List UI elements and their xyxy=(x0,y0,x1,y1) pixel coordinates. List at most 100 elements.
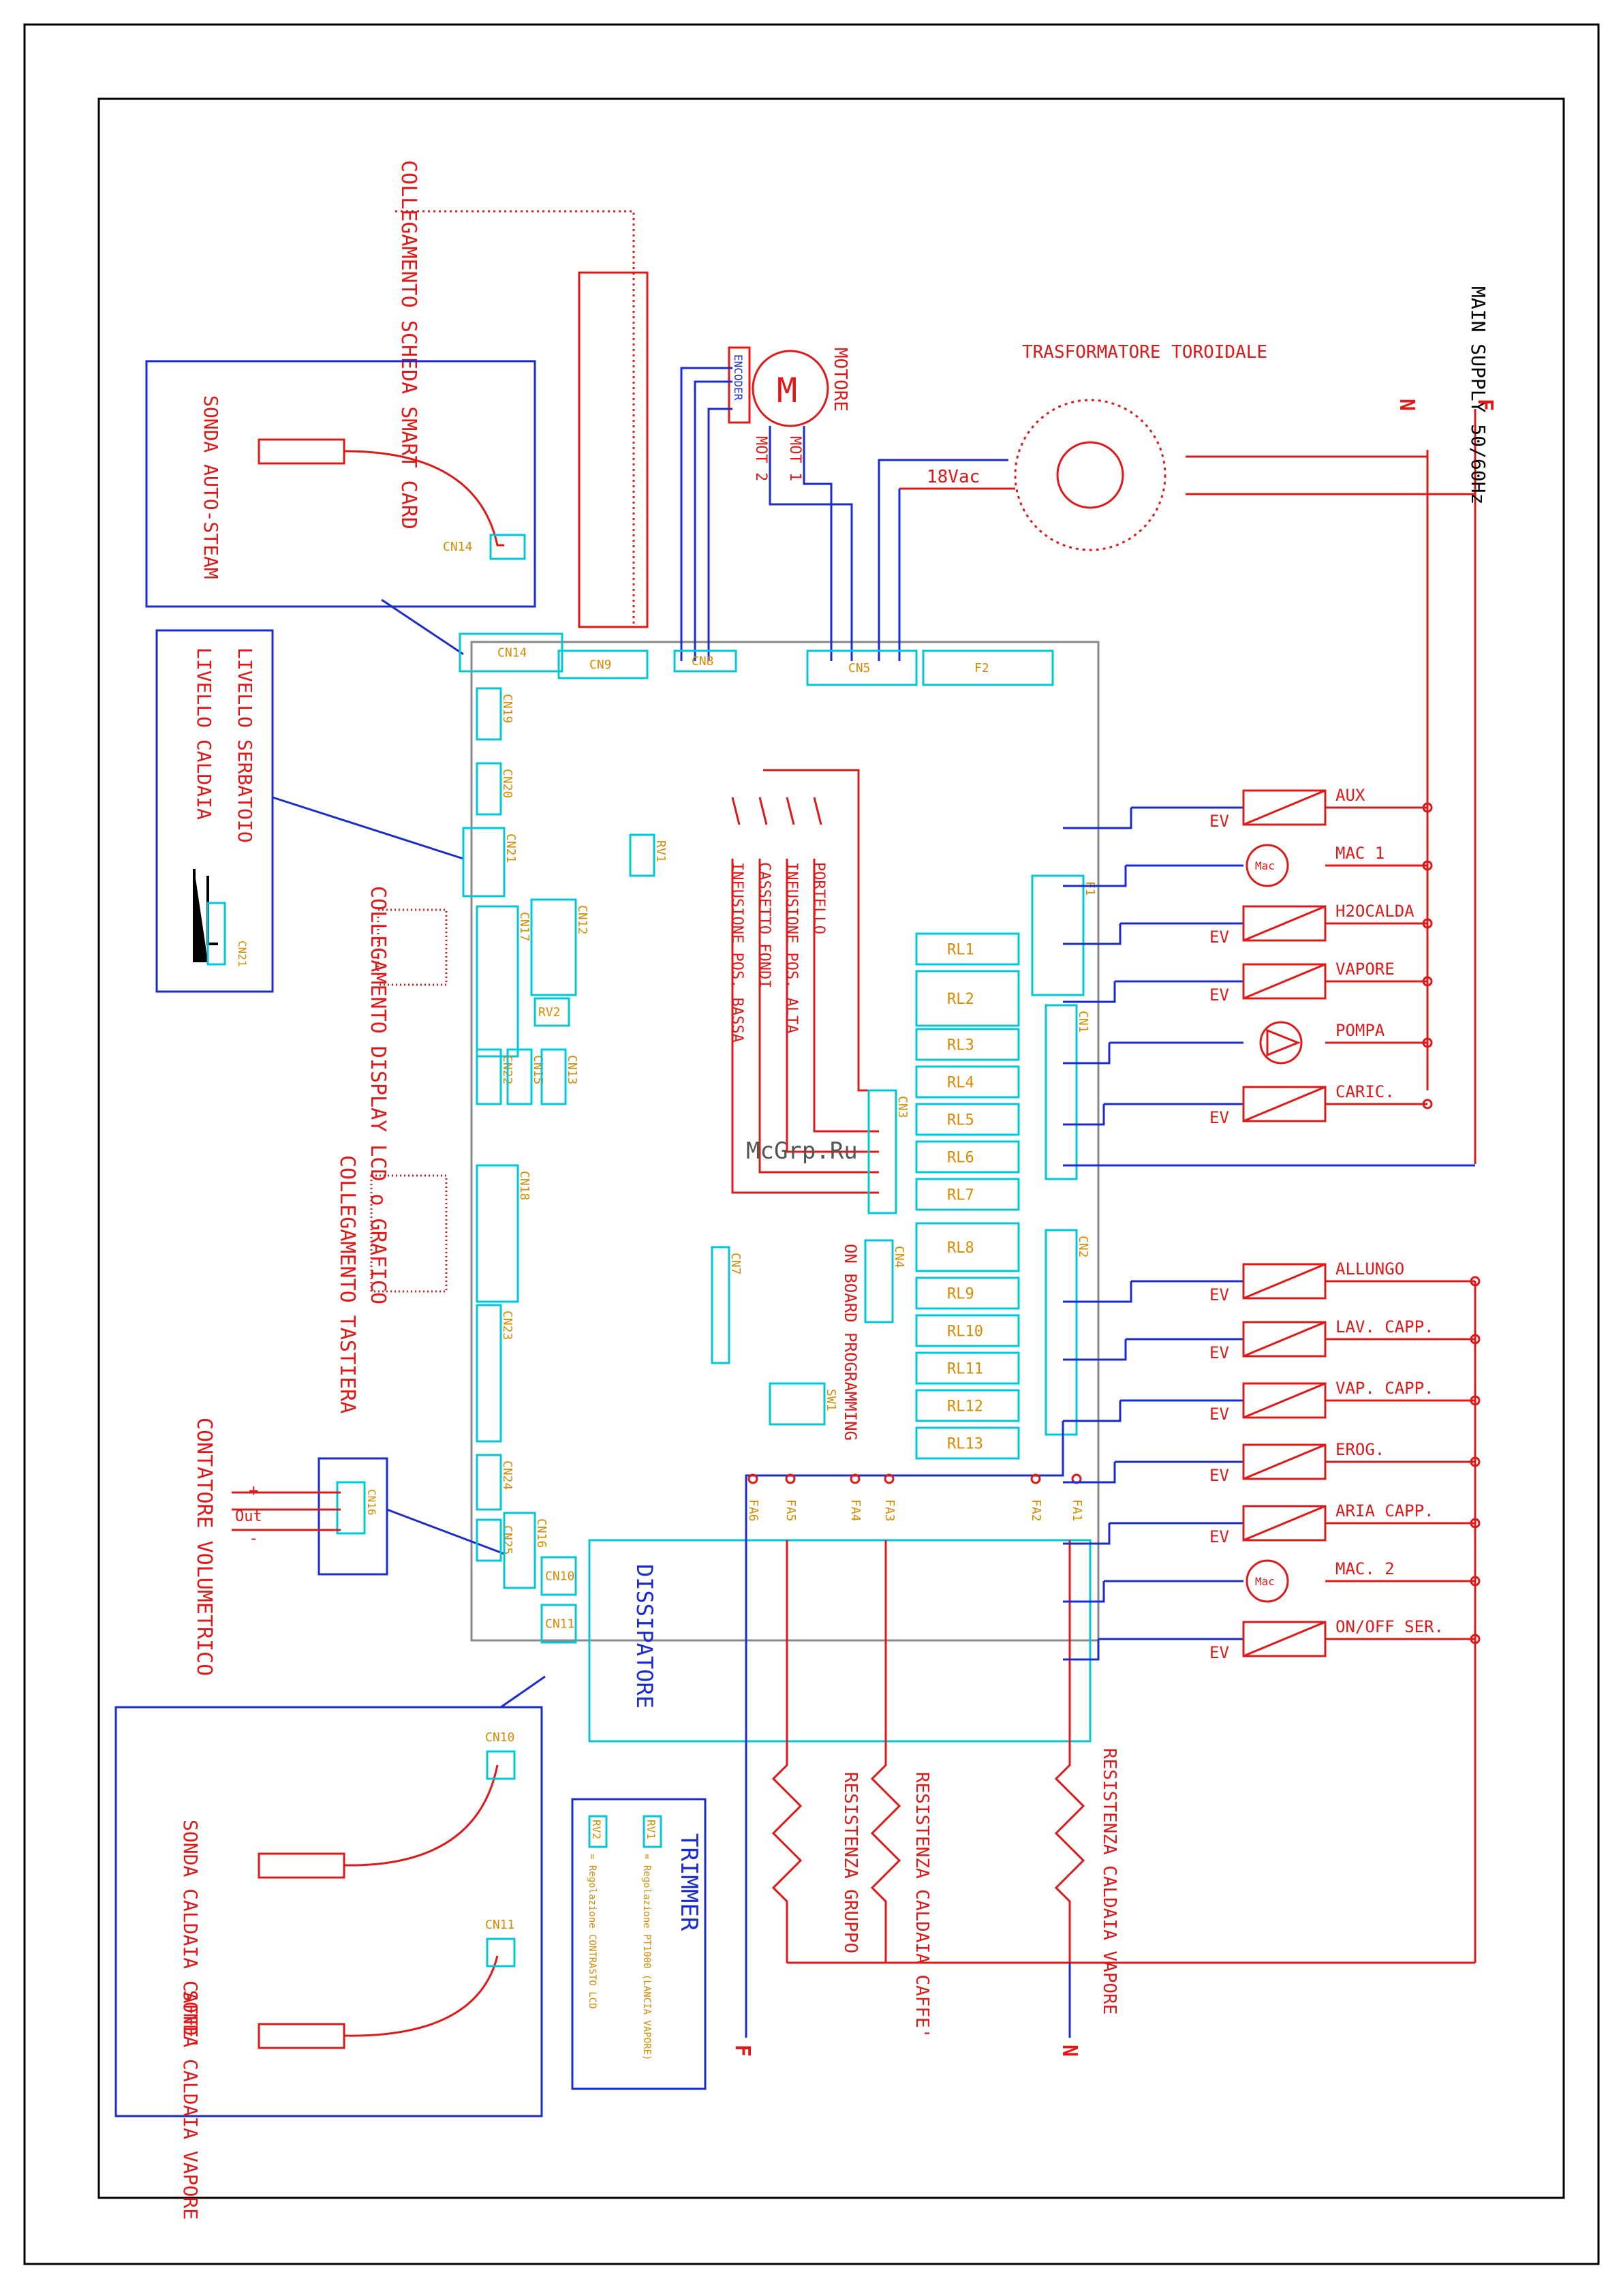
trimmer-rv2-text: = Regolazione CONTRASTO LCD xyxy=(587,1854,598,2009)
fuse-node-fa6 xyxy=(747,1473,758,1484)
sonda-auto-steam-box xyxy=(145,360,536,608)
relay-label-rl7: RL7 xyxy=(947,1187,974,1204)
relay-label-rl8: RL8 xyxy=(947,1240,974,1257)
connector-cn25 xyxy=(476,1518,502,1562)
motor: M xyxy=(728,346,829,427)
connector-cn11 xyxy=(540,1604,577,1644)
relay-rl13 xyxy=(915,1426,1020,1460)
fuse-node-fa3 xyxy=(884,1473,895,1484)
relay-rl12 xyxy=(915,1389,1020,1422)
control-board xyxy=(470,641,1100,1642)
connector-label-cn11: CN11 xyxy=(545,1617,574,1632)
n-top-label: N xyxy=(1395,399,1419,411)
mac-motor-icon xyxy=(1246,844,1289,887)
connector-cn24 xyxy=(476,1454,502,1511)
svg-text:Mac: Mac xyxy=(1255,1575,1275,1588)
fuse-fa3: FA3 xyxy=(882,1499,897,1522)
svg-text:RV1: RV1 xyxy=(645,1820,658,1839)
motore-label: MOTORE xyxy=(830,348,850,412)
load-label-cn1-1: MAC 1 xyxy=(1335,844,1385,863)
sonda-caffe-label: SONDA CALDAIA CAFFE' xyxy=(179,1820,202,2049)
svg-text:M: M xyxy=(777,371,797,410)
svg-text:RV2: RV2 xyxy=(590,1820,603,1839)
connector-label-rv2: RV2 xyxy=(538,1005,561,1020)
load-label-cn1-5: CARIC. xyxy=(1335,1082,1395,1101)
connector-label-cn17: CN17 xyxy=(517,912,531,941)
sonda-auto-steam-label: SONDA AUTO-STEAM xyxy=(200,395,222,579)
relay-rl6 xyxy=(915,1140,1020,1174)
connector-label-cn7: CN7 xyxy=(728,1253,743,1275)
connector-label-cn18: CN18 xyxy=(517,1171,531,1200)
load-label-cn1-4: POMPA xyxy=(1335,1021,1385,1040)
inner-frame xyxy=(97,97,1565,2199)
connector-f1 xyxy=(1031,874,1085,996)
svg-text:EV: EV xyxy=(1209,928,1229,947)
relay-label-rl13: RL13 xyxy=(947,1436,983,1453)
trimmer-box xyxy=(571,1798,707,2090)
svg-text:EV: EV xyxy=(1209,1343,1229,1362)
livello-serbatoio-label: LIVELLO SERBATOIO xyxy=(234,647,256,843)
relay-label-rl2: RL2 xyxy=(947,991,974,1008)
on-board-label: ON BOARD PROGRAMMING xyxy=(841,1244,860,1441)
svg-text:EV: EV xyxy=(1209,1527,1229,1546)
resistenze xyxy=(745,1479,1085,2038)
contatore-box xyxy=(318,1457,388,1576)
cassetto-label: CASSETTO FONDI xyxy=(756,862,773,988)
connector-rv2 xyxy=(534,997,570,1027)
svg-text:CN21: CN21 xyxy=(236,940,249,967)
connector-cn15 xyxy=(506,1048,533,1105)
fuse-node-fa2 xyxy=(1030,1473,1041,1484)
dissipatore-label: DISSIPATORE xyxy=(632,1564,658,1709)
connector-label-cn12: CN12 xyxy=(575,905,589,934)
connector-cn8 xyxy=(673,649,737,673)
trimmer-rv1-text: = Regolazione PT1000 (LANCIA VAPORE) xyxy=(641,1854,652,2060)
svg-text:EV: EV xyxy=(1209,1108,1229,1127)
collegamento-smart-label: COLLEGAMENTO SCHEDA SMART CARD xyxy=(397,160,420,530)
connector-rv1 xyxy=(629,833,655,877)
connector-label-cn24: CN24 xyxy=(500,1460,514,1490)
relay-label-rl9: RL9 xyxy=(947,1286,974,1303)
relay-label-rl6: RL6 xyxy=(947,1150,974,1167)
fuse-node-fa4 xyxy=(850,1473,861,1484)
relay-rl4 xyxy=(915,1065,1020,1099)
fuse-node-fa5 xyxy=(785,1473,796,1484)
fuse-fa6: FA6 xyxy=(746,1499,760,1522)
relay-rl8 xyxy=(915,1222,1020,1272)
res-caffe-label: RESISTENZA CALDAIA CAFFE' xyxy=(912,1772,932,2038)
plus-label: + xyxy=(249,1481,258,1500)
connector-label-cn9: CN9 xyxy=(589,658,612,672)
connector-label-cn15: CN15 xyxy=(531,1055,545,1084)
contatore-label: CONTATORE VOLUMETRICO xyxy=(192,1418,216,1676)
load-label-cn2-0: ALLUNGO xyxy=(1335,1259,1404,1279)
svg-text:CN16: CN16 xyxy=(365,1489,378,1516)
svg-text:Mac: Mac xyxy=(1255,859,1275,872)
relay-rl3 xyxy=(915,1028,1020,1061)
relay-label-rl1: RL1 xyxy=(947,942,974,959)
load-label-cn2-2: VAP. CAPP. xyxy=(1335,1379,1434,1398)
connector-label-f1: F1 xyxy=(1083,881,1097,896)
connector-label-cn25: CN25 xyxy=(500,1525,514,1555)
relays-layer: RL1RL2RL3RL4RL5RL6RL7RL8RL9RL10RL11RL12R… xyxy=(915,932,1020,1460)
relay-label-rl5: RL5 xyxy=(947,1112,974,1129)
display-ribbon xyxy=(377,908,448,986)
load-label-cn2-4: ARIA CAPP. xyxy=(1335,1501,1434,1520)
connector-cn10 xyxy=(540,1556,577,1596)
load-label-cn2-6: ON/OFF SER. xyxy=(1335,1617,1444,1636)
load-cn2-0: EV ALLUNGO xyxy=(1063,1259,1481,1304)
outer-frame xyxy=(23,23,1600,2265)
f-top-label: F xyxy=(1473,399,1497,411)
relay-label-rl12: RL12 xyxy=(947,1398,983,1415)
svg-text:EV: EV xyxy=(1209,985,1229,1005)
svg-text:CN14: CN14 xyxy=(443,540,472,554)
svg-text:EV: EV xyxy=(1209,1285,1229,1304)
connector-cn16 xyxy=(503,1512,536,1589)
tastiera-ribbon xyxy=(370,1174,448,1293)
motor-wires xyxy=(680,367,1008,661)
